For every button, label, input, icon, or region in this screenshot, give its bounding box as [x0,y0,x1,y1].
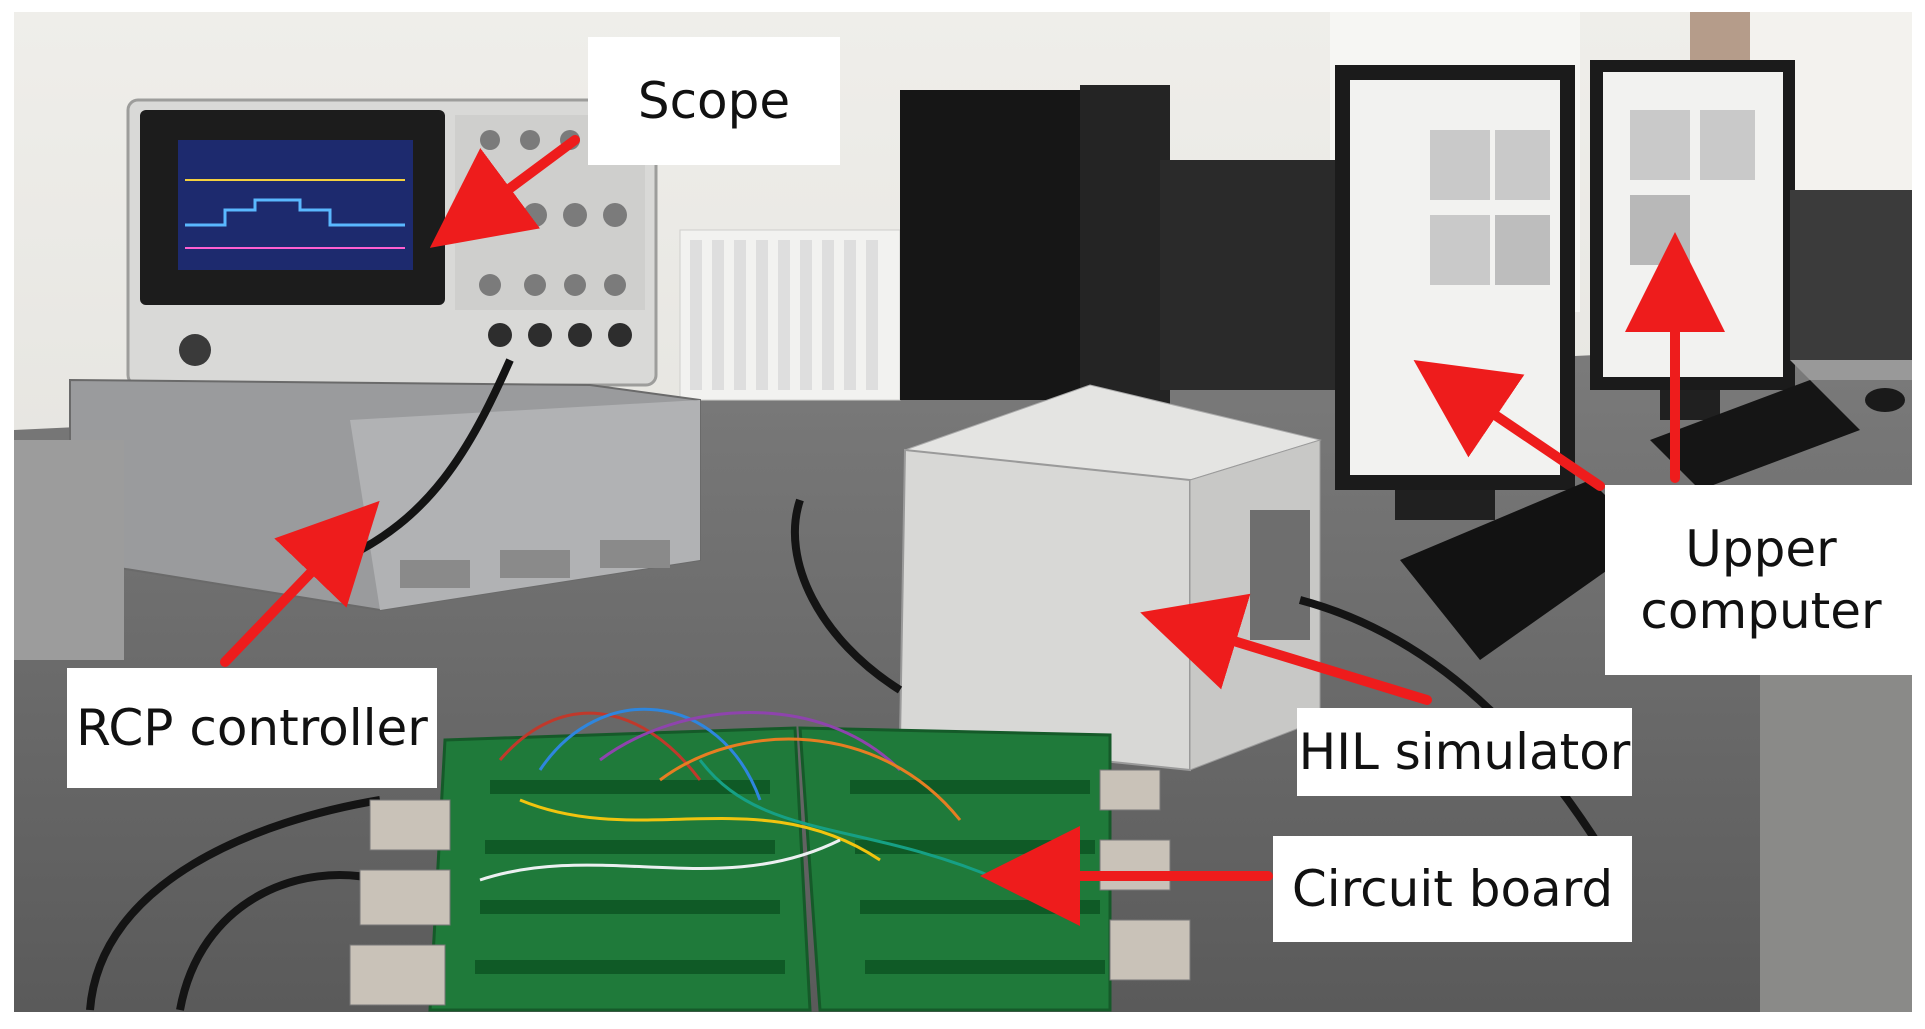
radiator [679,229,901,401]
hil-simulator-device [898,384,1322,772]
laptop [1790,190,1912,380]
floor [1760,640,1912,1012]
pc-tower [900,85,1340,405]
red-arrow-icon [1140,593,1432,705]
monitor-right [1590,60,1795,420]
keyboards [1400,380,1905,660]
hil-simulator-label: HIL simulator [1297,708,1632,796]
rcp-controller-device [69,378,701,612]
rcp-controller-label: RCP controller [67,668,437,788]
red-arrow-icon [220,500,380,667]
circuit-boards [349,707,1191,1012]
left-cabinet [14,440,124,660]
upper-computer-label-line1: Upper [1685,519,1837,578]
red-arrow-icon [429,135,580,248]
scope-label: Scope [588,37,840,165]
circuit-board-label: Circuit board [1273,836,1632,942]
upper-computer-label-line2: computer [1640,582,1882,640]
upper-computer-label: Upper computer [1605,485,1917,675]
monitor-left [1335,65,1575,520]
scope-screen [178,140,413,270]
red-arrow-icon [1413,360,1605,491]
callout-arrows [220,135,1725,926]
